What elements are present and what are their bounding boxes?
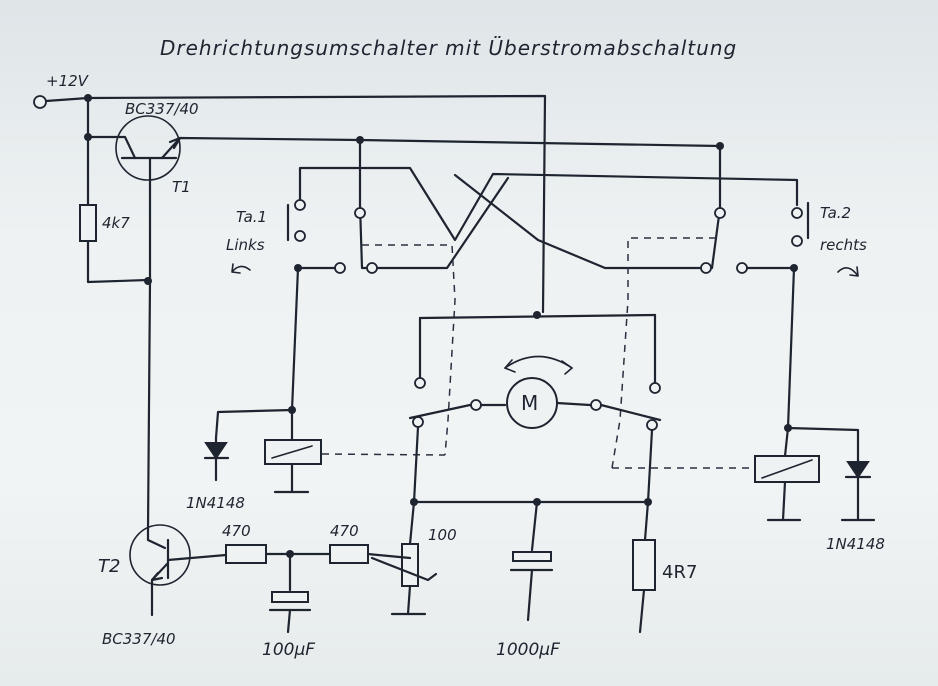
resistor-4r7-label: 4R7 (662, 562, 698, 583)
resistor-470-a (225, 544, 332, 564)
t2-label: T2 (98, 556, 121, 577)
capacitor-1000uf-label: 1000µF (496, 640, 560, 660)
relay-right (612, 266, 860, 522)
diagram-title: Drehrichtungsumschalter mit Überstromabs… (160, 36, 738, 60)
resistor-470b-label: 470 (330, 522, 359, 540)
resistor-4k7 (79, 204, 152, 285)
ta1-label: Ta.1 (236, 208, 268, 226)
switch-network (286, 136, 810, 469)
ta1-direction-label: Links (226, 236, 265, 254)
t2-type-label: BC337/40 (102, 630, 176, 648)
ta2-direction-label: rechts (820, 236, 867, 254)
arrow-left-icon (231, 263, 251, 274)
resistor-470-b (329, 544, 412, 564)
relay-left (214, 266, 446, 494)
resistor-4r7 (632, 500, 656, 634)
t1-type-label: BC337/40 (125, 100, 199, 118)
capacitor-100uf (268, 552, 312, 634)
diode-right (840, 458, 876, 522)
diode-left-label: 1N4148 (186, 494, 245, 512)
t1-t2-wire (146, 280, 152, 532)
supply-rail (33, 94, 547, 314)
resistor-4k7-label: 4k7 (102, 214, 130, 232)
diode-right-label: 1N4148 (826, 535, 885, 553)
arrow-right-icon (837, 266, 859, 277)
motor-label: M (521, 391, 539, 415)
transistor-t1 (86, 115, 722, 284)
ta2-label: Ta.2 (820, 204, 852, 222)
capacitor-1000uf (509, 500, 554, 622)
diode-left (203, 436, 230, 482)
potentiometer-label: 100 (428, 526, 457, 544)
resistor-470a-label: 470 (222, 522, 251, 540)
supply-label: +12V (46, 72, 88, 90)
motor-bridge (408, 311, 662, 506)
transistor-t2 (129, 524, 228, 617)
potentiometer-100 (370, 500, 438, 616)
capacitor-100uf-label: 100µF (262, 640, 316, 660)
t1-label: T1 (172, 178, 191, 196)
